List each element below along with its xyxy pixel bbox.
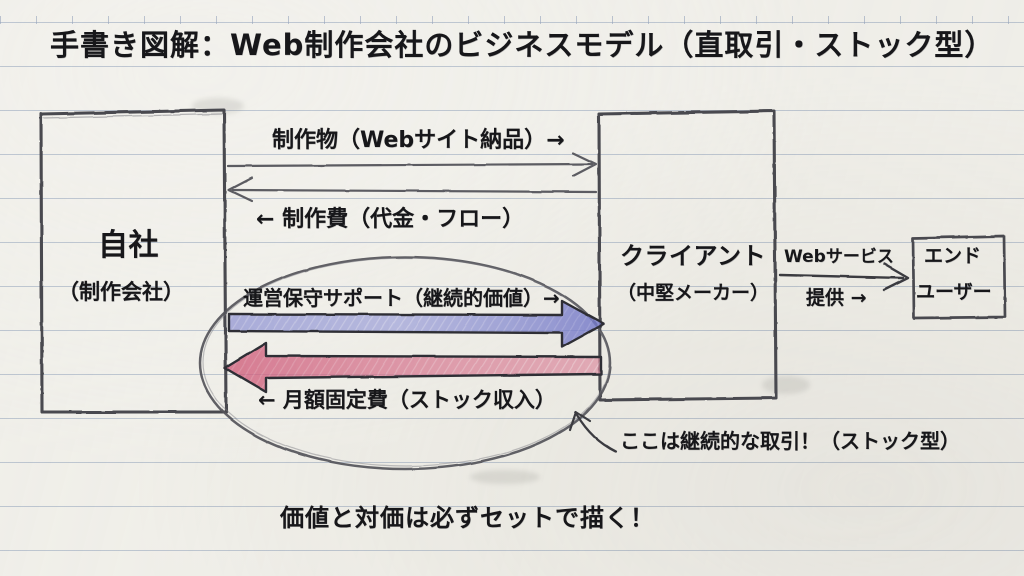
monthly-fee-arrow — [223, 341, 603, 394]
support-flow-label: 運営保守サポート（継続的価値）→ — [243, 286, 560, 310]
web-service-flow-label: Webサービス — [784, 247, 894, 267]
bottom-caption: 価値と対価は必ずセットで描く！ — [280, 504, 655, 532]
production-fee-flow-label: ← 制作費（代金・フロー） — [256, 207, 525, 232]
deliverable-arrow — [226, 151, 598, 178]
stock-deal-ellipse — [198, 255, 612, 471]
self-company-label: 自社 — [98, 228, 159, 263]
provide-flow-label: 提供 → — [806, 287, 867, 309]
self-company-box — [39, 108, 228, 414]
paper-tick-marks — [0, 16, 1024, 24]
page-title: 手書き図解：Web制作会社のビジネスモデル（直取引・ストック型） — [50, 28, 995, 62]
self-company-sublabel: （制作会社） — [58, 280, 184, 304]
end-user-box — [911, 234, 1007, 320]
web-service-arrow — [778, 262, 910, 292]
client-company-box — [597, 109, 778, 402]
client-label: クライアント — [620, 242, 767, 270]
client-sublabel: （中堅メーカー） — [617, 282, 770, 304]
support-value-arrow — [227, 299, 606, 349]
monthly-fee-flow-label: ← 月額固定費（ストック収入） — [258, 388, 556, 412]
stock-note-pointer — [568, 410, 618, 454]
end-user-label-line1: エンド — [924, 245, 982, 267]
production-fee-arrow — [227, 176, 598, 203]
end-user-label-line2: ユーザー — [916, 281, 992, 303]
deliverable-flow-label: 制作物（Webサイト納品）→ — [272, 128, 565, 153]
stock-note-annotation: ここは継続的な取引！（ストック型） — [620, 429, 960, 453]
